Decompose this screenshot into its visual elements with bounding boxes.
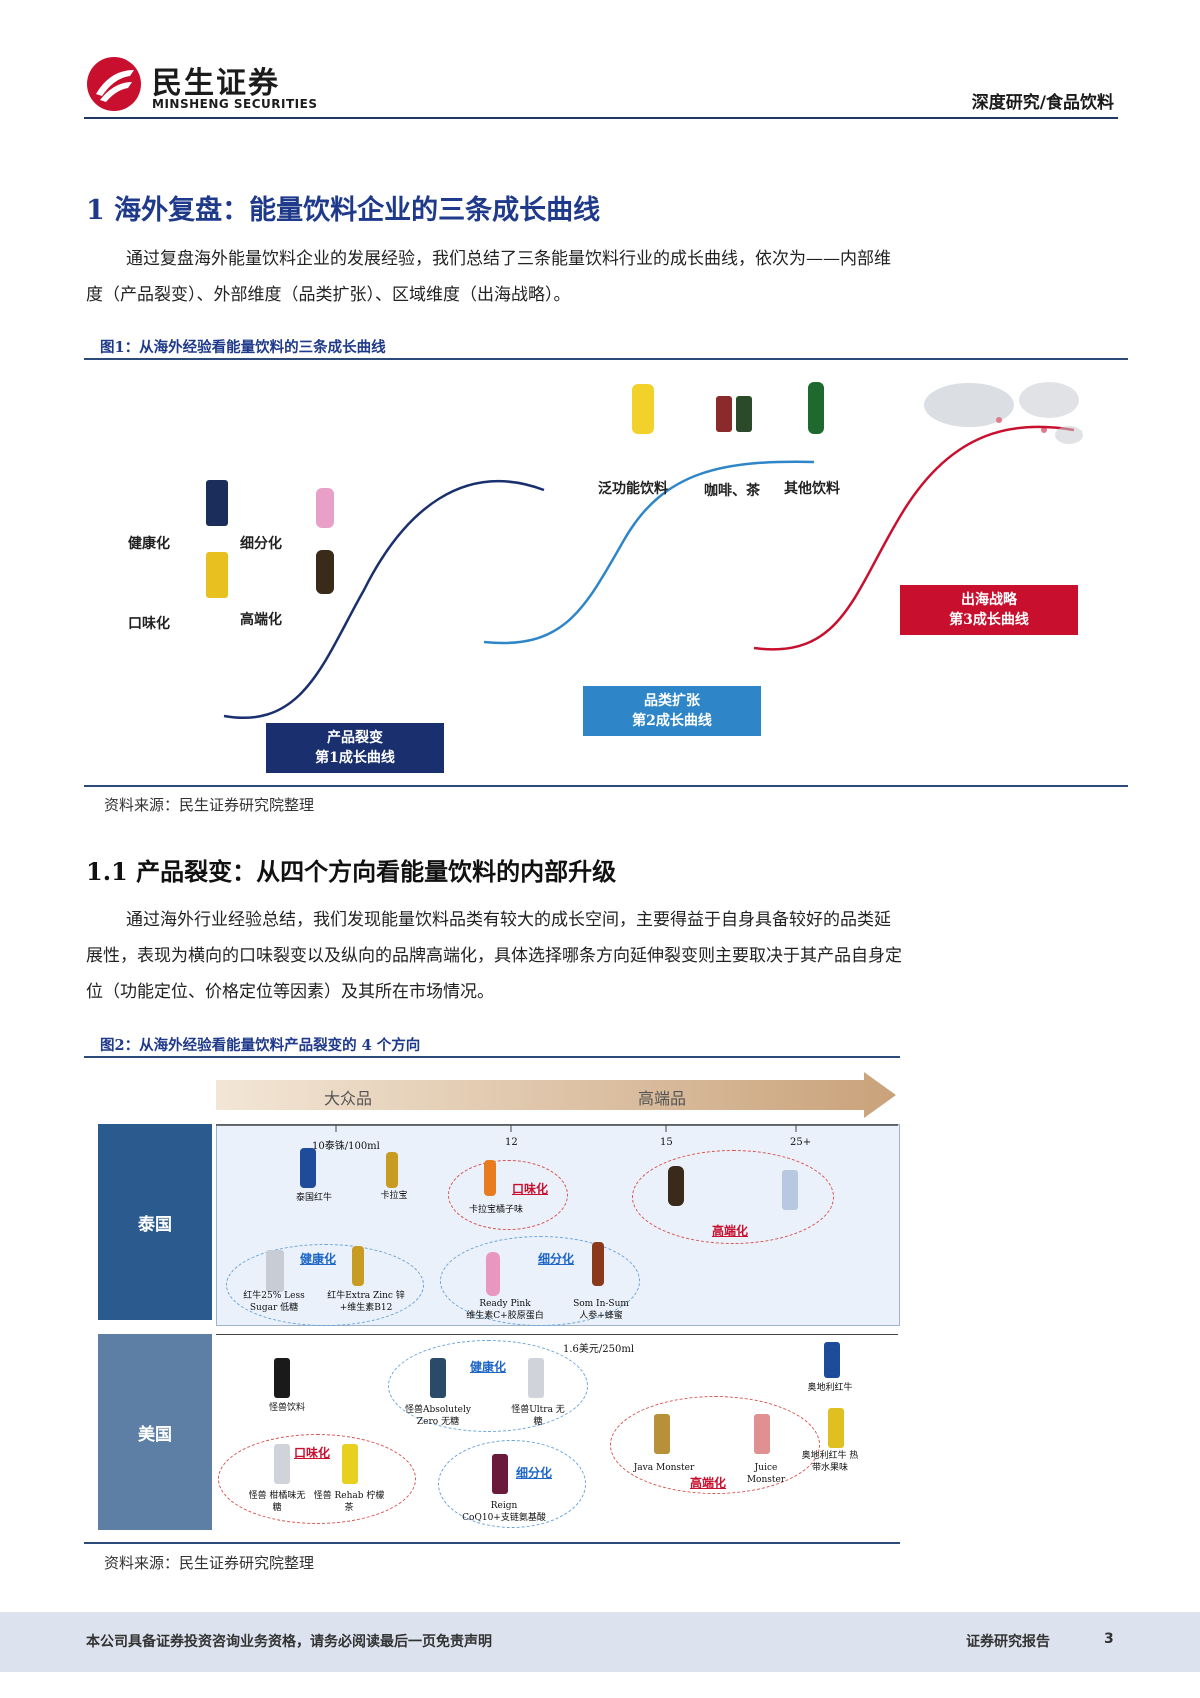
- th-tag-flavor: 口味化: [512, 1182, 549, 1196]
- tick-12: 12: [505, 1137, 518, 1148]
- th-tag-health: 健康化: [300, 1252, 337, 1266]
- us-product-icons: [274, 1342, 844, 1494]
- section-1-1-heading: 1.1 产品裂变：从四个方向看能量饮料的内部升级: [86, 857, 617, 886]
- oval-us-premium: [610, 1396, 820, 1494]
- figure-1-source: 资料来源：民生证券研究院整理: [104, 796, 315, 814]
- curve-1-box-line2: 第1成长曲线: [315, 750, 395, 766]
- label-health: 健康化: [128, 536, 170, 552]
- report-category: 深度研究/食品饮料: [971, 93, 1114, 113]
- label-premium: 高端化: [240, 612, 282, 628]
- figure-2-top-rule: [84, 1056, 900, 1058]
- oval-th-premium: [632, 1150, 834, 1244]
- label-flavor: 口味化: [128, 616, 170, 632]
- tick-us-price: 1.6美元/250ml: [563, 1344, 635, 1355]
- footer-page-number: 3: [1104, 1631, 1114, 1647]
- oval-us-health: [388, 1340, 588, 1432]
- us-tag-flavor: 口味化: [294, 1446, 331, 1460]
- oval-us-flavor: [218, 1434, 416, 1524]
- label-functional-drinks: 泛功能饮料: [598, 481, 668, 497]
- figure-2-bottom-rule: [84, 1542, 900, 1544]
- figure-1-bottom-rule: [84, 785, 1128, 787]
- page-footer: [0, 1612, 1200, 1672]
- footer-report-type: 证券研究报告: [966, 1634, 1050, 1650]
- th-product-carabao-orange: 卡拉宝橘子味: [468, 1205, 523, 1215]
- us-product-juice-monster: Juice Monster: [746, 1463, 786, 1485]
- logo-chinese-name: 民生证券: [152, 66, 280, 101]
- figure-1-top-rule: [84, 358, 1128, 360]
- price-arrow-banner: [216, 1072, 896, 1118]
- growth-curve-3: [753, 425, 1075, 651]
- us-product-redbull-tropical: 奥地利红牛 热带水果味: [801, 1451, 859, 1473]
- thailand-price-axis: [216, 1124, 898, 1132]
- oval-th-flavor: [448, 1160, 568, 1230]
- us-tag-health: 健康化: [470, 1360, 507, 1374]
- tick-25: 25+: [790, 1137, 812, 1148]
- th-product-som-in-sum: Som In-Sum 人参+蜂蜜: [566, 1298, 636, 1322]
- us-product-ultra: 怪兽Ultra 无糖: [511, 1405, 565, 1427]
- th-product-redbull-zinc: 红牛Extra Zinc 锌+维生素B12: [327, 1291, 405, 1313]
- curve-2-box-line1: 品类扩张: [644, 693, 700, 709]
- oval-th-health: [226, 1244, 424, 1326]
- figure-1-title: 图1：从海外经验看能量饮料的三条成长曲线: [100, 339, 386, 356]
- label-segment: 细分化: [240, 536, 282, 552]
- us-product-absolutely-zero: 怪兽Absolutely Zero 无糖: [405, 1405, 471, 1427]
- label-coffee-tea: 咖啡、茶: [704, 483, 760, 499]
- growth-curve-1: [223, 479, 545, 719]
- figure-2-title: 图2：从海外经验看能量饮料产品裂变的 4 个方向: [100, 1037, 421, 1054]
- us-tag-premium: 高端化: [690, 1476, 727, 1490]
- th-product-redbull-lowsugar: 红牛25% Less Sugar 低糖: [243, 1291, 305, 1313]
- minsheng-logo-icon: [87, 57, 141, 111]
- us-product-monster: 怪兽饮料: [268, 1403, 305, 1413]
- th-som-in-sum-name: Som In-Sum: [573, 1299, 629, 1309]
- us-product-java-monster: Java Monster: [633, 1463, 695, 1473]
- row-header-us: 美国: [98, 1334, 212, 1530]
- th-product-redbull: 泰国红牛: [295, 1193, 332, 1203]
- oval-us-segment: [438, 1440, 586, 1528]
- th-tag-premium: 高端化: [712, 1224, 749, 1238]
- section-1-heading: 1 海外复盘：能量饮料企业的三条成长曲线: [86, 195, 601, 226]
- us-reign-desc: CoQ10+支链氨基酸: [462, 1513, 546, 1523]
- section-1-1-paragraph: 通过海外行业经验总结，我们发现能量饮料品类有较大的成长空间，主要得益于自身具备较…: [86, 910, 902, 1002]
- logo-english-name: MINSHENG SECURITIES: [152, 97, 318, 111]
- tick-15: 15: [660, 1137, 673, 1148]
- us-reign-name: Reign: [490, 1501, 518, 1511]
- tick-10: 10泰铢/100ml: [312, 1141, 380, 1152]
- figure-1-curves: [206, 382, 1083, 719]
- th-tag-segment: 细分化: [538, 1252, 575, 1266]
- curve-3-box-line1: 出海战略: [961, 592, 1017, 608]
- us-product-reign: Reign CoQ10+支链氨基酸: [452, 1500, 556, 1524]
- th-product-carabao: 卡拉宝: [380, 1191, 408, 1201]
- curve-1-box: 产品裂变 第1成长曲线: [266, 723, 444, 773]
- us-product-austria-redbull: 奥地利红牛: [807, 1383, 853, 1393]
- section-1-paragraph: 通过复盘海外能量饮料企业的发展经验，我们总结了三条能量饮料行业的成长曲线，依次为…: [86, 249, 891, 305]
- curve-3-box-line2: 第3成长曲线: [949, 612, 1029, 628]
- th-ready-pink-name: Ready Pink: [479, 1299, 531, 1309]
- figure-2-source: 资料来源：民生证券研究院整理: [104, 1554, 315, 1572]
- us-tag-segment: 细分化: [516, 1466, 553, 1480]
- growth-curve-2: [483, 460, 815, 645]
- header-divider: [84, 117, 1118, 119]
- curve-2-box-line2: 第2成长曲线: [632, 713, 712, 729]
- world-map-icon: [924, 382, 1083, 444]
- th-product-ready-pink: Ready Pink 维生素C+胶原蛋白: [460, 1298, 550, 1322]
- arrow-label-premium: 高端品: [638, 1089, 687, 1108]
- thailand-product-icons: [266, 1148, 798, 1296]
- curve-1-box-line1: 产品裂变: [327, 730, 383, 746]
- footer-disclaimer: 本公司具备证券投资咨询业务资格，请务必阅读最后一页免责声明: [86, 1634, 492, 1650]
- can-icons-fig1: [206, 382, 824, 598]
- curve-2-box: 品类扩张 第2成长曲线: [583, 686, 761, 736]
- label-other-drinks: 其他饮料: [784, 481, 840, 497]
- us-product-monster-rehab: 怪兽 Rehab 柠檬茶: [313, 1491, 385, 1513]
- curve-3-box: 出海战略 第3成长曲线: [900, 585, 1078, 635]
- oval-th-segment: [440, 1236, 640, 1326]
- th-ready-pink-desc: 维生素C+胶原蛋白: [466, 1311, 544, 1321]
- arrow-label-mass: 大众品: [324, 1089, 373, 1108]
- row-header-thailand: 泰国: [98, 1124, 212, 1320]
- th-som-in-sum-desc: 人参+蜂蜜: [579, 1311, 623, 1321]
- us-product-monster-citrus: 怪兽 柑橘味无糖: [248, 1491, 306, 1513]
